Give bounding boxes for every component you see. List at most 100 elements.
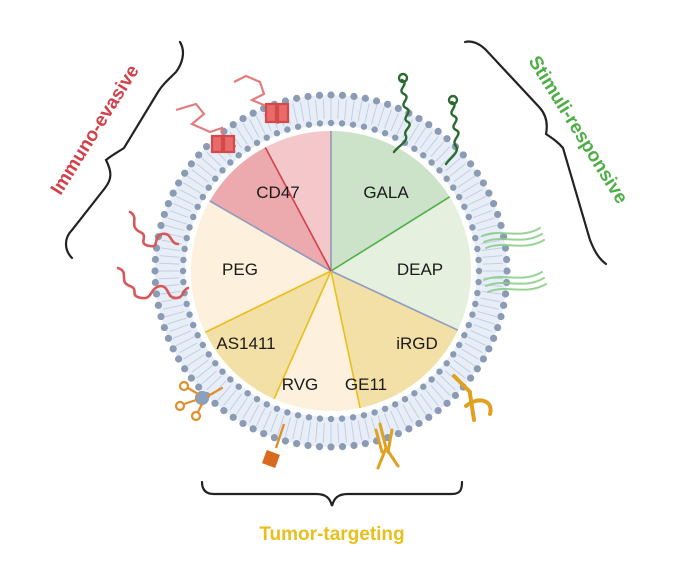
lipid-tail [402,404,413,423]
lipid-tail [187,354,205,367]
lipid-tail [235,397,248,415]
lipid-tail [159,277,180,280]
lipid-tail [315,422,318,443]
sector-irgd [331,271,458,408]
lipid-head [434,127,442,135]
lipid-head [455,193,463,201]
lipid-head [475,267,483,275]
lipid-tail [201,157,217,172]
lipid-head [392,401,399,408]
lipid-head [461,332,468,339]
lipid-head [338,415,346,422]
divider-line [204,270,332,334]
lipid-tail [163,304,183,310]
lipid-head [169,345,177,353]
lipid-tail [414,127,427,145]
lipid-head [157,221,165,230]
sector-ge11 [274,271,361,411]
lipid-head [164,200,172,208]
sector-dividers [204,131,459,409]
lipid-tail [430,385,445,401]
sector-rvg [205,271,331,399]
lipid-tail [284,417,292,437]
group-label-immuno-evasive: Immuno-evasive [47,61,144,198]
lipid-tail [206,151,222,167]
lipid-tail [160,290,181,295]
lipid-head [425,413,433,421]
lipid-tail [169,210,189,219]
lipid-tail [457,175,475,188]
lipid-tail [357,420,363,441]
lipid-head [381,130,389,137]
lipid-head [212,360,219,367]
lipid-head [494,323,502,332]
lipid-tail [175,336,195,347]
lipid-tail [307,421,312,442]
lipid-head [360,412,368,419]
lipid-head [501,290,510,298]
lipid-tail [464,342,483,353]
lipid-tail [229,131,243,149]
lipid-head [411,390,418,397]
lipid-head [465,213,472,221]
lipid-tail [479,304,499,310]
lipid-head [183,300,190,308]
lipid-tail [229,393,243,411]
lipid-tail [408,123,420,141]
lipid-head [154,301,162,309]
lipid-tail [449,163,466,177]
lipid-head [253,395,261,403]
lipid-tail [165,224,185,232]
lipid-tail [467,195,487,206]
lipid-tail [292,419,298,439]
lipid-head [157,312,165,321]
lipid-tail [183,348,201,360]
lipid-tail [482,284,503,287]
lipid-head [485,189,493,197]
lipid-head [181,245,188,253]
lipid-head [179,267,187,275]
lipid-tail [315,99,318,120]
lipid-tail [453,169,471,183]
lipid-head [270,434,279,442]
lipid-head [381,405,389,412]
lipid-head [461,203,468,210]
lipid-head [327,443,335,451]
segment-label-cd47: CD47 [256,183,299,202]
segment-label-gala: GALA [363,183,409,202]
lipid-tail [396,407,407,427]
lipid-head [361,440,369,448]
lipid-head [349,414,357,421]
segment-label-ge11: GE11 [345,375,387,394]
lipid-head [305,414,313,421]
lipid-tail [482,255,503,258]
lipid-tail [201,370,217,385]
lipid-tail [449,365,466,379]
lipid-head [415,114,423,123]
lipid-head [371,126,378,133]
lipid-tail [467,336,487,347]
group-label-stimuli-responsive: Stimuli-responsive [524,52,632,207]
lipid-tail [475,217,495,225]
lipid-head [372,97,381,105]
lipid-tail [475,317,495,325]
lipid-head [181,169,189,177]
lipid-tail [337,422,340,443]
immuno-brace [64,40,185,260]
lipid-head [394,430,402,438]
lipid-head [467,374,475,382]
lipid-tail [390,112,400,132]
lipid-head [174,355,183,363]
divider-line [264,147,332,272]
lipid-head [338,443,347,451]
lipid-head [436,167,443,174]
lipid-head [474,289,481,297]
lipid-head [281,97,290,105]
lipid-tail [383,109,392,129]
lipid-head [244,390,251,397]
lipid-tail [435,146,451,162]
lipid-tail [183,182,201,194]
lipid-tail [477,224,497,232]
lipid-head [199,341,207,349]
segment-label-as1411: AS1411 [216,334,275,353]
